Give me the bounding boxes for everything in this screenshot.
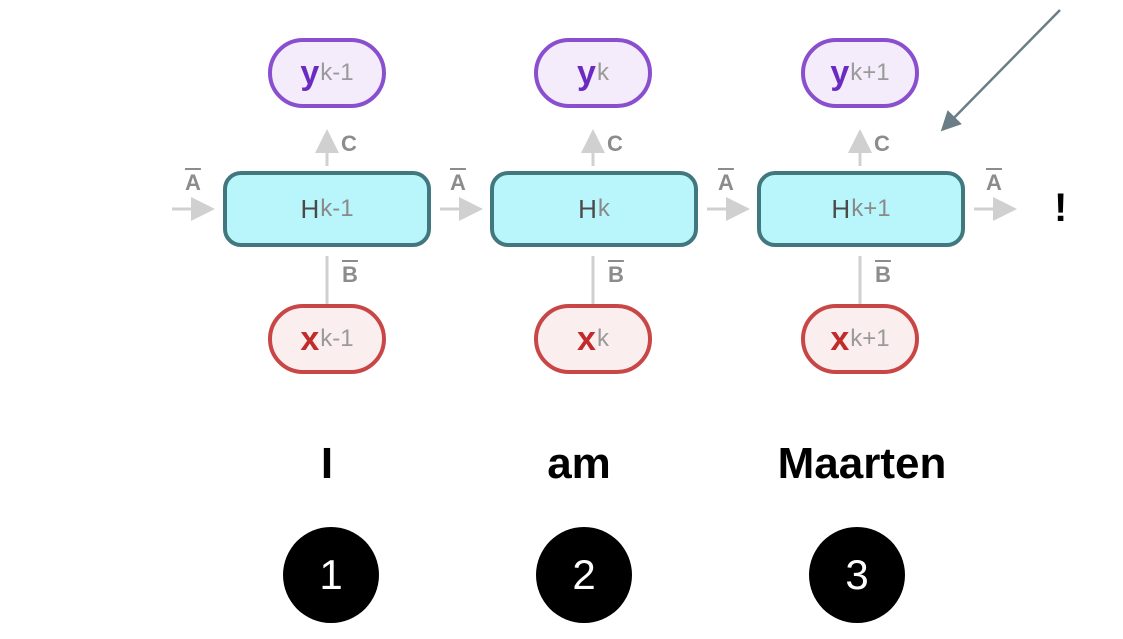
output-node-3-sub: k+1 <box>850 59 890 86</box>
pointer-arrow <box>940 9 1061 132</box>
b-bar-label-3: B <box>875 262 891 287</box>
word-1: I <box>320 439 334 488</box>
c-label-3: C <box>874 131 890 156</box>
state-node-3-var: H <box>831 194 851 224</box>
a-bar-label-4: A <box>986 170 1002 195</box>
output-node-1-var: y <box>300 54 320 92</box>
output-node-3-var: y <box>830 54 850 92</box>
a-bar-label-2: A <box>450 170 466 195</box>
output-node-1-sub: k-1 <box>320 59 354 86</box>
next-token: ! <box>1054 186 1068 230</box>
c-label-2: C <box>607 131 623 156</box>
b-bar-label-1: B <box>342 262 358 287</box>
state-node-1-sub: k-1 <box>320 195 354 222</box>
output-node-2-var: y <box>577 54 596 92</box>
state-node-3-sub: k+1 <box>851 195 891 222</box>
input-node-3-sub: k+1 <box>850 325 890 352</box>
step-3-badge: 3 <box>809 527 905 623</box>
a-bar-label-3: A <box>718 170 734 195</box>
input-node-2-var: x <box>577 320 596 358</box>
word-2: am <box>547 439 611 488</box>
step-1-badge: 1 <box>283 527 379 623</box>
input-node-2-sub: k <box>596 325 609 352</box>
input-node-1-var: x <box>300 320 320 358</box>
input-node-3-var: x <box>830 320 850 358</box>
input-node-1-sub: k-1 <box>320 325 354 352</box>
output-node-2-sub: k <box>596 59 609 86</box>
c-label-1: C <box>341 131 357 156</box>
a-bar-label-1: A <box>185 170 201 195</box>
state-node-2-var: H <box>578 194 597 224</box>
state-node-2-sub: k <box>597 195 610 222</box>
word-3: Maarten <box>777 439 947 488</box>
state-node-1-var: H <box>300 194 320 224</box>
step-2-badge: 2 <box>536 527 632 623</box>
b-bar-label-2: B <box>608 262 624 287</box>
